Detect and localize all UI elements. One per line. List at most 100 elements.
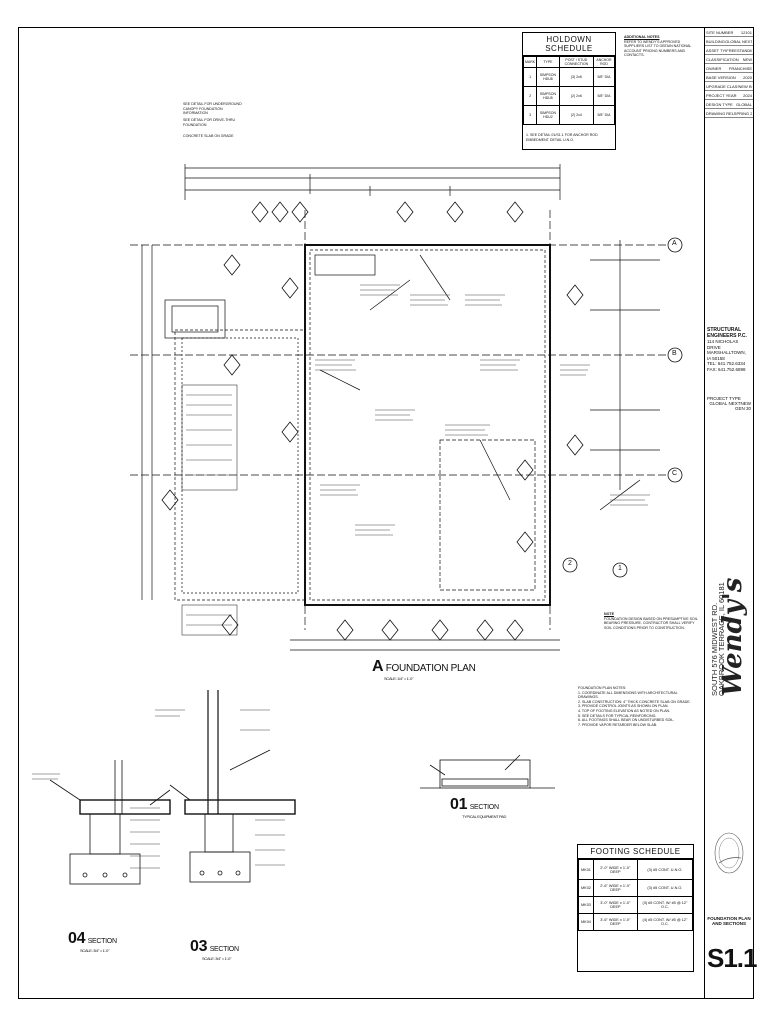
foundation-note-item: 5. SEE DETAILS FOR TYPICAL REINFORCING.	[578, 713, 657, 718]
sheet-description: FOUNDATION PLAN AND SECTIONS	[707, 916, 751, 926]
tb-label: BASE VERSION	[706, 74, 736, 80]
section-01-drawing	[420, 754, 555, 789]
tb-value: SPRING 2024	[733, 110, 752, 116]
holdown-header: TYPE	[536, 56, 560, 68]
foundation-notes-title: FOUNDATION PLAN NOTES:	[578, 686, 627, 690]
section-04-scale: SCALE: 3/4" = 1'-0"	[80, 948, 110, 953]
firm-name: STRUCTURAL ENGINEERS P.C.	[707, 327, 747, 339]
tb-row: OWNER FRANCHISE	[705, 64, 753, 73]
general-note-text: FOUNDATION DESIGN BASED ON PRESUMPTIVE S…	[604, 616, 698, 630]
footing-cell: (3) #5 CONT. U.N.O.	[636, 859, 694, 880]
engineer-firm: STRUCTURAL ENGINEERS P.C. 114 NICHOLAS D…	[707, 327, 751, 372]
tb-label: DESIGN TYPE	[706, 101, 733, 107]
footing-table: MK01 2'-0" WIDE x 1'-0" DEEP (3) #5 CONT…	[578, 859, 694, 931]
site-address2: OAKBROOK TERRACE, IL 60181	[717, 582, 726, 696]
firm-fax: FAX: 641.752.6898	[707, 366, 746, 372]
foundation-note-item: 2. SLAB CONSTRUCTION: 4" THICK CONCRETE …	[578, 699, 691, 704]
additional-notes-text: REFER TO WENDY'S APPROVED SUPPLIERS LIST…	[624, 39, 692, 58]
wendys-logo: Wendy's SOUTH 576 MIDWEST RD. OAKBROOK T…	[711, 577, 748, 696]
section-details-drawing	[32, 690, 296, 885]
tb-label: UPGRADE CLASSIFICATION	[706, 83, 739, 89]
holdown-footnote: 1. SEE DETAIL 01/S1.1 FOR ANCHOR ROD EMB…	[526, 133, 598, 142]
section-03-number: 03	[190, 938, 208, 955]
section-01-number: 01	[450, 796, 468, 813]
holdown-cell: (2) 2x4	[558, 105, 594, 125]
additional-notes-title: ADDITIONAL NOTES	[624, 35, 660, 39]
footing-schedule-title: FOOTING SCHEDULE	[578, 845, 693, 859]
section-01-scale: TYPICAL EQUIPMENT PAD	[462, 814, 507, 819]
plan-view-title: A FOUNDATION PLAN SCALE: 1/4" = 1'-0"	[372, 658, 476, 681]
foundation-plan-drawing	[130, 164, 683, 651]
tb-value: 2020	[743, 74, 752, 80]
tb-row: BASE VERSION 2020	[705, 73, 753, 82]
footing-cell: MK04	[578, 913, 594, 931]
plan-view-letter: A	[372, 658, 384, 675]
tb-label: CLASSIFICATION	[706, 56, 739, 62]
tb-value: FREESTANDING	[726, 47, 752, 53]
brand-wordmark: Wendy's	[718, 577, 748, 696]
section-03-name: SECTION	[209, 946, 239, 953]
grid-label-a: A	[672, 240, 677, 247]
firm-tel: TEL: 641.752.6334	[707, 361, 746, 366]
holdown-schedule-title: HOLDOWN SCHEDULE	[523, 33, 615, 56]
tb-label: ASSET TYPE	[706, 47, 726, 53]
section-01-name: SECTION	[469, 804, 499, 811]
tb-row: ASSET TYPEFREESTANDING	[705, 46, 753, 55]
holdown-cell: 1	[522, 67, 538, 87]
grid-label-1: 1	[618, 565, 622, 572]
sheet-desc-line1: FOUNDATION PLAN	[707, 916, 751, 921]
footing-cell: (4) #5 CONT. W/ #5 @ 12" O.C.	[636, 913, 694, 931]
plan-view-scale: SCALE: 1/4" = 1'-0"	[384, 676, 414, 681]
footing-cell: MK02	[578, 879, 594, 897]
grid-label-2: 2	[568, 560, 572, 567]
footing-cell: (3) #5 CONT. U.N.O.	[636, 879, 694, 897]
tb-value: 2024	[743, 92, 752, 98]
tb-row: PROJECT YEAR 2024	[705, 91, 753, 100]
tb-label: SITE NUMBER	[706, 29, 734, 35]
holdown-cell: 5/8" DIA	[592, 105, 616, 125]
section-01-title: 01 SECTION TYPICAL EQUIPMENT PAD	[450, 796, 506, 819]
table-row: 2 SIMPSON HDU5 (2) 2x6 5/8" DIA	[522, 86, 616, 106]
tb-value: NEW BUILD	[738, 83, 753, 89]
table-row: 1 SIMPSON HDU8 (3) 2x6 5/8" DIA	[522, 67, 616, 87]
footing-cell: 3'-6" WIDE x 1'-0" DEEP	[592, 913, 638, 931]
site-address1: SOUTH 576 MIDWEST RD.	[711, 603, 719, 696]
project-type: PROJECT TYPE NEW GLOBAL NEXT GEN 30	[707, 396, 751, 411]
holdown-header: MARK	[522, 56, 538, 68]
tb-value: FRANCHISE	[728, 65, 752, 71]
table-row: MK01 2'-0" WIDE x 1'-0" DEEP (3) #5 CONT…	[578, 859, 694, 880]
foundation-plan-notes: FOUNDATION PLAN NOTES: 1. COORDINATE ALL…	[578, 686, 698, 727]
grid-label-c: C	[672, 470, 678, 477]
foundation-note-item: 6. ALL FOOTINGS SHALL BEAR ON UNDISTURBE…	[578, 718, 675, 723]
firm-address1: 114 NICHOLAS DRIVE	[707, 339, 739, 350]
foundation-note-item: 4. TOP OF FOOTING ELEVATION AS NOTED ON …	[578, 708, 671, 713]
tb-label: OWNER	[706, 65, 722, 71]
footing-cell: 2'-6" WIDE x 1'-0" DEEP	[592, 879, 638, 897]
holdown-cell: (2) 2x6	[558, 86, 594, 106]
table-row: 3 SIMPSON HDU2 (2) 2x4 5/8" DIA	[522, 105, 616, 125]
holdown-cell: SIMPSON HDU8	[536, 67, 560, 87]
holdown-cell: 3	[522, 105, 538, 125]
project-type-value: NEW	[740, 401, 752, 406]
firm-address2: MARSHALLTOWN, IA 50158	[707, 350, 746, 361]
footing-cell: 2'-0" WIDE x 1'-0" DEEP	[592, 859, 638, 880]
footing-cell: (3) #5 CONT. W/ #5 @ 12" O.C.	[636, 896, 694, 914]
tb-value: GLOBAL	[735, 101, 752, 107]
holdown-cell: 5/8" DIA	[592, 86, 616, 106]
table-row: MK04 3'-6" WIDE x 1'-0" DEEP (4) #5 CONT…	[578, 913, 694, 931]
tb-label: BUILDING TYPE	[706, 38, 725, 44]
section-04-number: 04	[68, 930, 86, 947]
sheet-desc-line2: AND SECTIONS	[711, 921, 746, 926]
holdown-cell: 2	[522, 86, 538, 106]
footing-schedule: FOOTING SCHEDULE MK01 2'-0" WIDE x 1'-0"…	[577, 844, 694, 972]
holdown-cell: SIMPSON HDU5	[536, 86, 560, 106]
holdown-cell: SIMPSON HDU2	[536, 105, 560, 125]
tb-label: PROJECT YEAR	[706, 92, 737, 98]
section-03-scale: SCALE: 3/4" = 1'-0"	[202, 956, 232, 961]
